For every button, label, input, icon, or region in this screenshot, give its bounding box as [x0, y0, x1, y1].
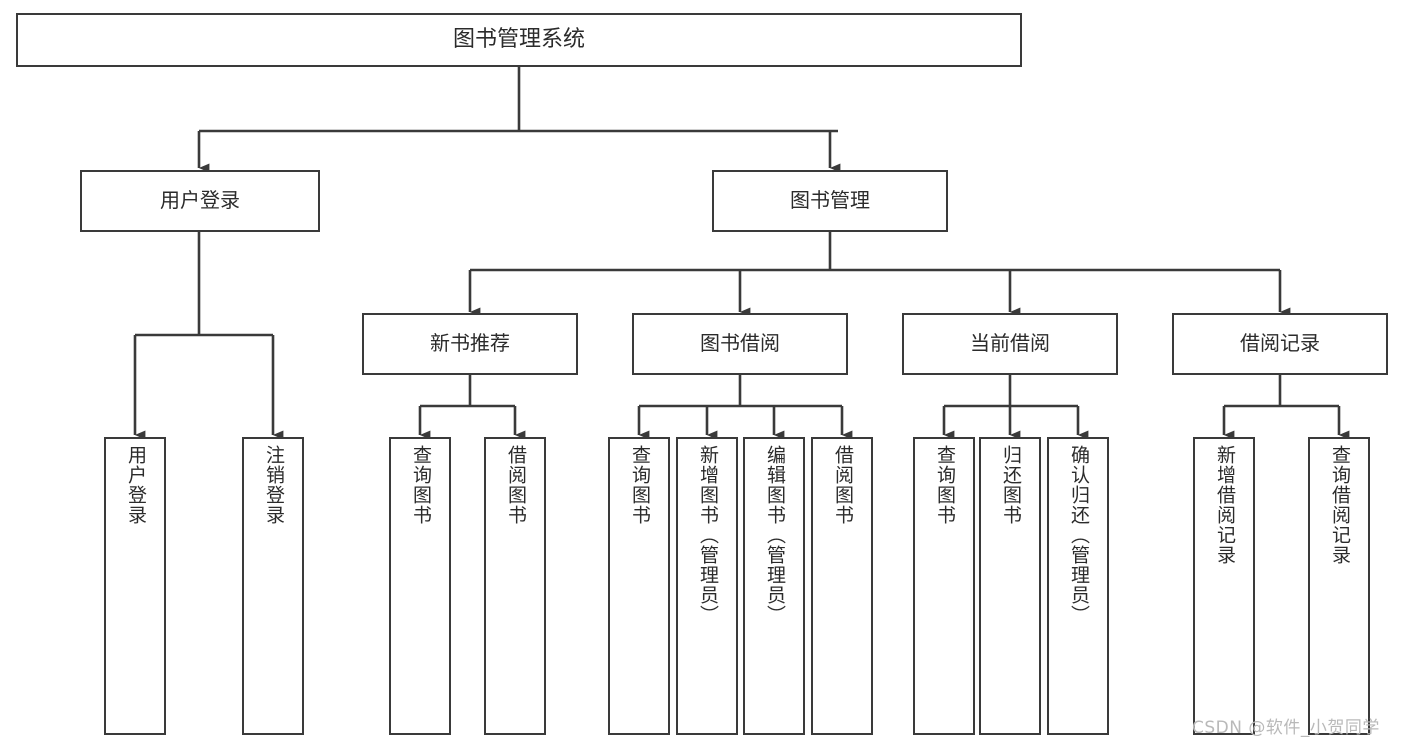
- node-current-borrow[interactable]: 当前借阅: [902, 313, 1118, 375]
- node-label: 新增图书（管理员）: [696, 445, 719, 625]
- leaf-newbook-query-book[interactable]: 查询图书: [389, 437, 451, 735]
- node-new-book-recommend[interactable]: 新书推荐: [362, 313, 578, 375]
- leaf-newbook-borrow-book[interactable]: 借阅图书: [484, 437, 546, 735]
- node-label: 图书管理: [790, 188, 870, 213]
- node-label: 查询图书: [409, 445, 432, 525]
- leaf-borrow-add-book[interactable]: 新增图书（管理员）: [676, 437, 738, 735]
- leaf-current-return-book[interactable]: 归还图书: [979, 437, 1041, 735]
- node-label: 查询图书: [933, 445, 956, 525]
- node-root-system[interactable]: 图书管理系统: [16, 13, 1022, 67]
- node-label: 确认归还（管理员）: [1067, 445, 1090, 625]
- node-book-management[interactable]: 图书管理: [712, 170, 948, 232]
- node-label: 借阅图书: [504, 445, 527, 525]
- leaf-borrow-borrow-book[interactable]: 借阅图书: [811, 437, 873, 735]
- leaf-borrow-query-book[interactable]: 查询图书: [608, 437, 670, 735]
- node-user-login[interactable]: 用户登录: [80, 170, 320, 232]
- node-label: 当前借阅: [970, 331, 1050, 356]
- leaf-borrow-edit-book[interactable]: 编辑图书（管理员）: [743, 437, 805, 735]
- node-label: 新增借阅记录: [1213, 445, 1236, 565]
- node-label: 借阅图书: [831, 445, 854, 525]
- leaf-record-add-record[interactable]: 新增借阅记录: [1193, 437, 1255, 735]
- node-label: 图书管理系统: [452, 27, 585, 53]
- leaf-current-query-book[interactable]: 查询图书: [913, 437, 975, 735]
- node-label: 注销登录: [262, 445, 285, 525]
- node-label: 查询借阅记录: [1328, 445, 1351, 565]
- node-label: 归还图书: [999, 445, 1022, 525]
- node-label: 用户登录: [124, 445, 147, 525]
- node-label: 用户登录: [160, 188, 240, 213]
- node-label: 新书推荐: [430, 331, 510, 356]
- leaf-current-confirm-return[interactable]: 确认归还（管理员）: [1047, 437, 1109, 735]
- leaf-user-login[interactable]: 用户登录: [104, 437, 166, 735]
- leaf-record-query-record[interactable]: 查询借阅记录: [1308, 437, 1370, 735]
- node-book-borrow[interactable]: 图书借阅: [632, 313, 848, 375]
- node-label: 图书借阅: [700, 331, 780, 356]
- watermark-text: CSDN @软件_小贺同学: [1192, 718, 1380, 738]
- leaf-user-logout[interactable]: 注销登录: [242, 437, 304, 735]
- node-label: 查询图书: [628, 445, 651, 525]
- node-label: 编辑图书（管理员）: [763, 445, 786, 625]
- node-label: 借阅记录: [1240, 331, 1320, 356]
- node-borrow-record[interactable]: 借阅记录: [1172, 313, 1388, 375]
